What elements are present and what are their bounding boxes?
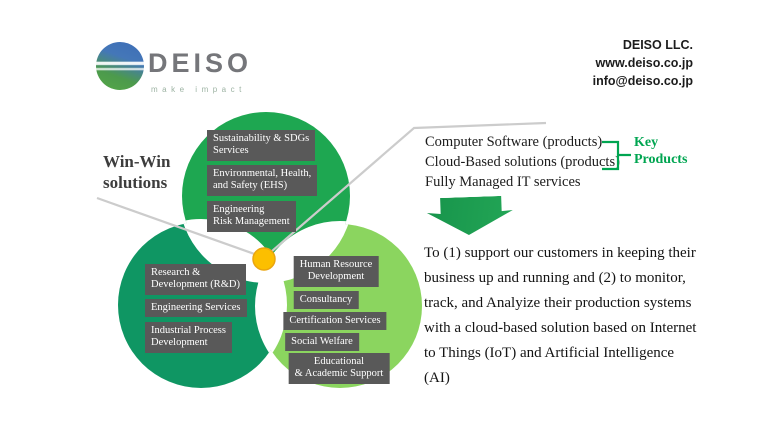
logo-wordmark: DEISO: [148, 48, 253, 78]
service-box-human-resource: Human Resource Development: [293, 256, 379, 287]
service-box-consultancy: Consultancy: [293, 291, 359, 310]
winwin-label: Win-Win solutions: [103, 152, 171, 192]
service-box-engineering-services: Engineering Services: [145, 299, 247, 318]
leader-line-right: [263, 121, 547, 259]
service-box-educational: Educational & Academic Support: [288, 353, 390, 384]
service-box-rnd: Research & Development (R&D): [145, 264, 246, 295]
description-text: To (1) support our customers in keeping …: [424, 245, 697, 386]
service-box-engineering-risk: Engineering Risk Management: [207, 201, 296, 232]
service-box-social-welfare: Social Welfare: [285, 333, 359, 352]
bracket-icon: [602, 140, 631, 171]
service-box-industrial-process: Industrial Process Development: [145, 322, 232, 353]
key-products-label: Key Products: [634, 135, 688, 167]
leader-line-left: [96, 196, 261, 258]
company-website: www.deiso.co.jp: [595, 56, 693, 70]
service-box-ehs: Environmental, Health, and Safety (EHS): [207, 165, 318, 196]
service-box-sustainability-sdgs: Sustainability & SDGs Services: [207, 130, 316, 161]
logo-tagline: make impact: [151, 85, 246, 94]
globe-icon: [96, 42, 144, 90]
center-dot-icon: [252, 247, 276, 271]
service-box-certification: Certification Services: [283, 312, 387, 331]
company-email: info@deiso.co.jp: [592, 74, 693, 88]
key-products-list: Computer Software (products) Cloud-Based…: [425, 134, 620, 190]
company-name: DEISO LLC.: [622, 38, 693, 52]
contact-block: DEISO LLC. www.deiso.co.jp info@deiso.co…: [593, 36, 693, 90]
